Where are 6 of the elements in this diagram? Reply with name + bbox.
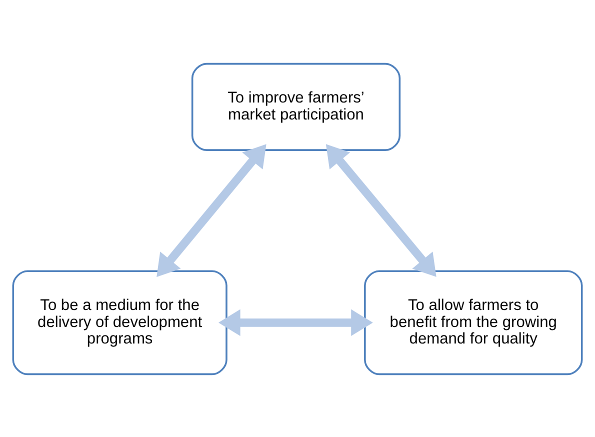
node-box: To improve farmers’ market participation: [191, 62, 401, 150]
arrow: [156, 144, 266, 276]
arrow: [218, 308, 373, 336]
arrow: [326, 144, 436, 276]
node-box: To allow farmers to benefit from the growing demand for quality: [364, 270, 583, 375]
node-box: To be a medium for the delivery of development programs: [12, 270, 228, 375]
